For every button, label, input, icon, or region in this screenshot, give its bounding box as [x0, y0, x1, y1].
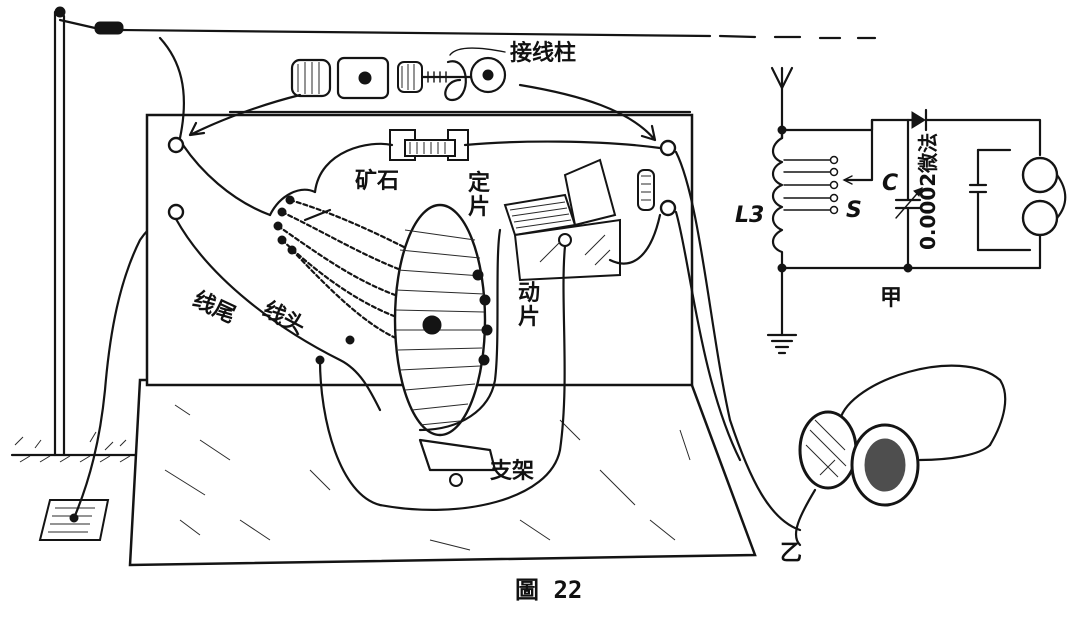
insulator	[94, 21, 124, 35]
binding-post-assembly	[290, 56, 507, 102]
schematic-label: 甲	[880, 286, 902, 311]
variable-capacitor	[503, 158, 621, 282]
switch-label: S	[846, 198, 862, 223]
capacitor-value-label: 0.0002微法	[916, 133, 940, 250]
moving-plate-label-1: 动	[518, 281, 540, 306]
arrow-left	[188, 93, 302, 137]
coil-label: L3	[735, 203, 764, 228]
moving-plate-label-2: 片	[518, 305, 540, 330]
schematic	[766, 66, 1067, 355]
figure-caption: 圖 22	[515, 576, 582, 604]
coil-bracket	[418, 438, 497, 487]
spider-coil	[393, 203, 493, 437]
crystal-detector	[389, 129, 469, 161]
aerial-wire	[58, 18, 877, 40]
phone-terminal-b	[659, 199, 677, 217]
ground-terminal	[167, 203, 185, 221]
bracket-label: 支架	[490, 458, 534, 484]
arrow-right	[518, 83, 657, 142]
terminals	[167, 136, 677, 221]
capacitor-label: C	[882, 171, 898, 196]
antenna-mast	[10, 6, 142, 463]
panel-wiring	[174, 140, 802, 532]
headphones	[795, 364, 1007, 547]
binding-post-label: 接线柱	[510, 40, 576, 66]
base-board	[128, 378, 757, 567]
crystal-label: 矿石	[355, 168, 399, 194]
leader-arrow	[449, 47, 506, 56]
fixed-plate-label-2: 片	[468, 195, 490, 220]
headphones-label: 乙	[780, 541, 802, 566]
phone-clip	[637, 169, 655, 211]
antenna-terminal	[167, 136, 185, 154]
fixed-plate-label-1: 定	[468, 170, 490, 196]
ground-plate	[38, 499, 110, 541]
phone-terminal-a	[659, 139, 677, 157]
